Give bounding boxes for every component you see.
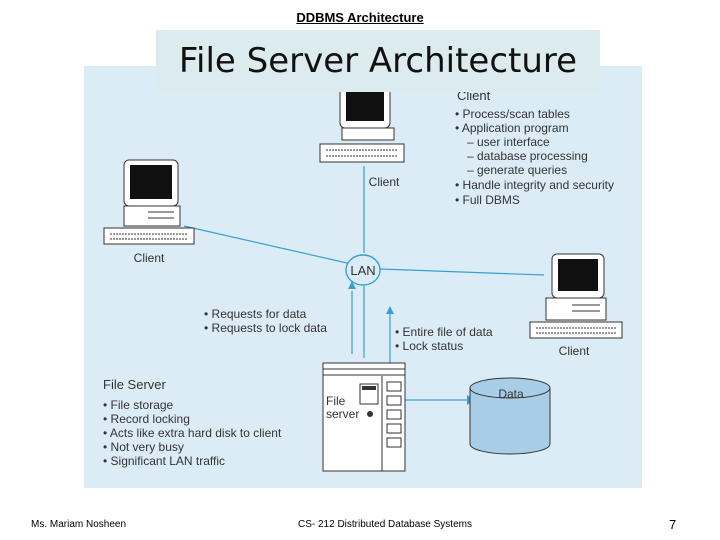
response-item: • Lock status [395,339,463,353]
architecture-diagram: LAN Client Client [84,66,642,488]
slide-title: File Server Architecture [156,30,600,92]
response-item: • Entire file of data [395,325,493,339]
client-top-computer [319,83,405,163]
footer-course: CS- 212 Distributed Database Systems [298,519,472,530]
client-left-computer [103,159,195,245]
client-item: • Full DBMS [455,193,520,207]
responses-list: • Entire file of data • Lock status [395,325,493,353]
client-item: • Handle integrity and security [455,178,614,192]
data-label: Data [498,387,524,401]
slide-header: DDBMS Architecture [296,10,424,25]
data-cylinder [469,377,551,455]
file-server-item: • Record locking [103,412,190,426]
file-server-item: • Significant LAN traffic [103,454,225,468]
file-server-item: • Acts like extra hard disk to client [103,426,282,440]
client-left-label: Client [134,251,165,265]
lan-connections [183,166,545,401]
file-server-title: File Server [103,377,167,392]
server-label-file: File [326,394,346,408]
client-top-label: Client [369,175,400,189]
lan-node [345,254,381,286]
page-number: 7 [669,517,677,532]
file-server-item: • Not very busy [103,440,184,454]
file-server-cabinet [322,362,406,472]
client-items: • Process/scan tables • Application prog… [455,107,614,207]
lan-label: LAN [350,263,375,278]
client-right-label: Client [559,344,590,358]
request-item: • Requests to lock data [204,321,327,335]
client-right-computer [529,253,623,339]
file-server-item: • File storage [103,398,174,412]
file-server-items: • File storage • Record locking • Acts l… [103,398,282,468]
requests-list: • Requests for data • Requests to lock d… [204,307,327,335]
client-item: – user interface [467,135,550,149]
footer-author: Ms. Mariam Nosheen [31,519,127,530]
client-item: • Application program [455,121,569,135]
client-item: – generate queries [467,163,567,177]
diagram-canvas: LAN Client Client [103,83,623,472]
server-label-server: server [326,407,359,421]
client-item: – database processing [467,149,588,163]
request-item: • Requests for data [204,307,307,321]
client-item: • Process/scan tables [455,107,570,121]
